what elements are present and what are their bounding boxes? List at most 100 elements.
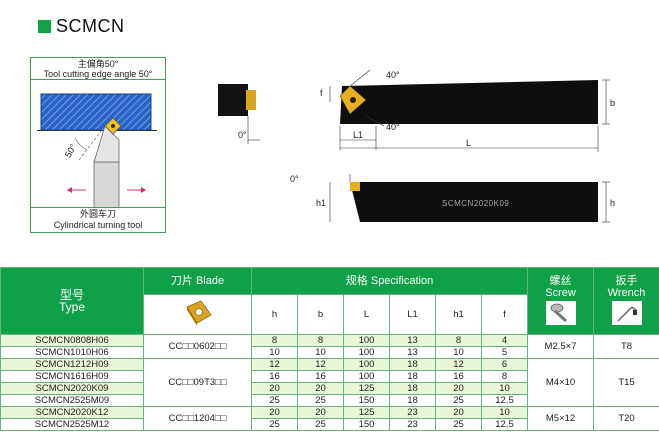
h-cell: 20 [251, 406, 298, 419]
L1-cell: 23 [389, 418, 436, 431]
h1-cell: 8 [435, 334, 482, 347]
col-header-h: h [251, 294, 298, 335]
model-cell: SCMCN2020K09 [0, 382, 144, 395]
model-cell: SCMCN0808H06 [0, 334, 144, 347]
dim-L1-label: L1 [353, 130, 363, 140]
table-row: SCMCN0808H06 CC□□0602□□ 8 8 100 13 8 4 M… [0, 334, 659, 359]
h-cell: 20 [251, 382, 298, 395]
L-cell: 100 [343, 370, 390, 383]
f-cell: 8 [480, 370, 529, 383]
type-header-cn: 型号 [59, 288, 84, 302]
table-row: SCMCN2020K12 CC□□1204□□ 20 20 125 23 20 … [0, 406, 659, 431]
side-view-body [350, 182, 598, 222]
b-cell: 12 [297, 358, 344, 371]
model-cell: SCMCN1212H09 [0, 358, 144, 371]
b-cell: 16 [297, 370, 344, 383]
end-view-body [218, 84, 248, 116]
f-cell: 4 [480, 334, 529, 347]
col-header-L1: L1 [389, 294, 436, 335]
L1-cell: 18 [389, 382, 436, 395]
dim-f-label: f [320, 88, 323, 98]
screw-icon [545, 300, 576, 325]
type-header: 型号 Type [0, 267, 144, 335]
h-cell: 25 [251, 418, 298, 431]
h-cell: 8 [251, 334, 298, 347]
blade-image-cell [143, 294, 252, 335]
L-cell: 100 [343, 358, 390, 371]
screw-cell: M2.5×7 [527, 334, 595, 359]
L-cell: 150 [343, 418, 390, 431]
wrench-cell: T20 [593, 406, 659, 431]
screw-header: 螺丝 Screw [527, 267, 595, 335]
screw-header-cn: 螺丝 [549, 274, 572, 287]
L1-cell: 18 [389, 394, 436, 407]
f-cell: 6 [480, 358, 529, 371]
illustration-bottom-caption: 外圆车刀 Cylindrical turning tool [31, 207, 165, 232]
screw-cell: M4×10 [527, 358, 595, 407]
application-illustration: 主偏角50° Tool cutting edge angle 50° 50° 外… [30, 57, 166, 233]
blade-cell: CC□□09T3□□ [143, 358, 252, 407]
f-cell: 10 [480, 382, 529, 395]
end-view-insert [246, 90, 256, 110]
f-cell: 12.5 [480, 418, 529, 431]
h1-cell: 20 [435, 382, 482, 395]
model-cell: SCMCN2525M09 [0, 394, 144, 407]
end-angle-label: 0° [238, 130, 247, 140]
screw-header-en: Screw [545, 286, 576, 299]
illustration-top-caption: 主偏角50° Tool cutting edge angle 50° [31, 58, 165, 80]
tool-type-en: Cylindrical turning tool [53, 220, 143, 230]
wrench-icon [611, 300, 642, 325]
h1-cell: 25 [435, 418, 482, 431]
L-cell: 125 [343, 382, 390, 395]
side-angle-label: 0° [290, 174, 299, 184]
L-cell: 100 [343, 346, 390, 359]
angle-label: 50° [63, 142, 79, 159]
cutting-angle-cn: 主偏角50° [77, 59, 119, 69]
wrench-header-cn: 扳手 [615, 274, 638, 287]
dimension-drawing: 0° 40° 40° f b L1 L SCMCN2020K09 0° h1 [218, 69, 615, 223]
cutting-angle-en: Tool cutting edge angle 50° [43, 69, 153, 79]
turning-diagram: 50° [37, 93, 157, 208]
L1-cell: 13 [389, 346, 436, 359]
h1-cell: 16 [435, 370, 482, 383]
b-cell: 20 [297, 406, 344, 419]
blade-cell: CC□□0602□□ [143, 334, 252, 359]
model-cell: SCMCN2525M12 [0, 418, 144, 431]
f-cell: 12.5 [480, 394, 529, 407]
h-cell: 16 [251, 370, 298, 383]
h1-cell: 20 [435, 406, 482, 419]
h-cell: 12 [251, 358, 298, 371]
L1-cell: 18 [389, 358, 436, 371]
dim-h-label: h [610, 198, 615, 208]
wrench-cell: T8 [593, 334, 659, 359]
model-cell: SCMCN2020K12 [0, 406, 144, 419]
L1-cell: 18 [389, 370, 436, 383]
b-cell: 20 [297, 382, 344, 395]
top-angle-label: 40° [386, 70, 400, 80]
model-cell: SCMCN1010H06 [0, 346, 144, 359]
spec-table: 型号 Type 刀片 Blade 规格 Specification 螺丝 Scr… [0, 267, 659, 431]
page-title-group: SCMCN [38, 16, 125, 37]
screw-cell: M5×12 [527, 406, 595, 431]
table-row: SCMCN1212H09 CC□□09T3□□ 12 12 100 18 12 … [0, 358, 659, 407]
L-cell: 100 [343, 334, 390, 347]
dim-b-label: b [610, 98, 615, 108]
blade-header: 刀片 Blade [143, 267, 252, 295]
dim-h1-label: h1 [316, 198, 326, 208]
h1-cell: 25 [435, 394, 482, 407]
arrow-right-icon [141, 187, 146, 193]
col-header-b: b [297, 294, 344, 335]
h-cell: 25 [251, 394, 298, 407]
dim-L-label: L [466, 138, 471, 148]
wrench-header: 扳手 Wrench [593, 267, 659, 335]
h1-cell: 12 [435, 358, 482, 371]
wrench-cell: T15 [593, 358, 659, 407]
blade-cell: CC□□1204□□ [143, 406, 252, 431]
blade-insert-icon [185, 300, 212, 326]
tool-shank [93, 161, 120, 208]
f-cell: 5 [480, 346, 529, 359]
b-cell: 25 [297, 418, 344, 431]
model-cell: SCMCN1616H09 [0, 370, 144, 383]
wrench-header-en: Wrench [607, 286, 646, 299]
L1-cell: 23 [389, 406, 436, 419]
